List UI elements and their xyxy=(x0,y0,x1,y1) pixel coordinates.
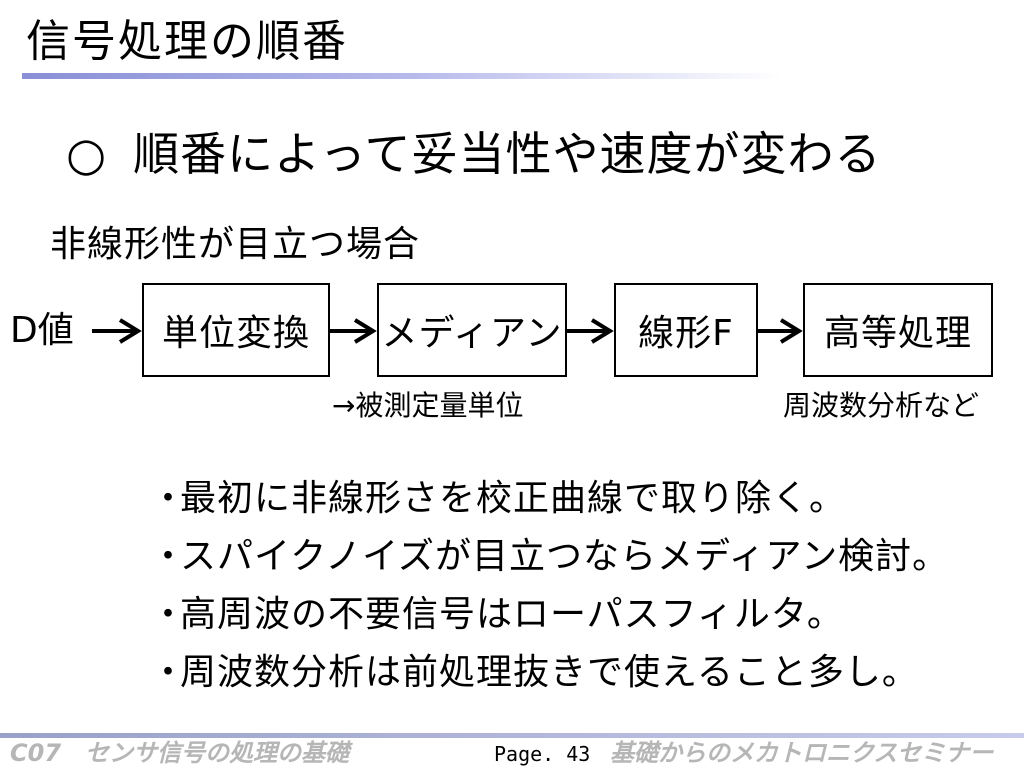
arrow-right-icon xyxy=(758,318,803,344)
footer-divider xyxy=(0,733,1024,738)
list-item: ・周波数分析は前処理抜きで使えること多し。 xyxy=(150,644,949,702)
slide-heading: ○ 順番によって妥当性や速度が変わる xyxy=(66,124,881,184)
list-item: ・高周波の不要信号はローパスフィルタ。 xyxy=(150,586,949,644)
arrow-right-icon xyxy=(92,318,142,344)
bullet-dot: ・ xyxy=(150,478,188,519)
list-item-text: 最初に非線形さを校正曲線で取り除く。 xyxy=(180,478,847,519)
process-box-advanced-processing: 高等処理 xyxy=(803,283,993,377)
footer-seminar-name: 基礎からのメカトロニクスセミナー xyxy=(610,739,994,767)
title-underline xyxy=(22,73,782,79)
circle-bullet-icon: ○ xyxy=(66,127,108,181)
list-item-text: 高周波の不要信号はローパスフィルタ。 xyxy=(180,594,844,635)
process-box-linear-filter: 線形F xyxy=(614,283,758,377)
slide-title: 信号処理の順番 xyxy=(26,16,348,67)
bullet-dot: ・ xyxy=(150,652,188,693)
process-box-unit-conversion: 単位変換 xyxy=(142,283,330,377)
arrow-right-icon xyxy=(330,318,377,344)
list-item-text: スパイクノイズが目立つならメディアン検討。 xyxy=(180,536,950,577)
bullet-dot: ・ xyxy=(150,594,188,635)
heading-text: 順番によって妥当性や速度が変わる xyxy=(133,127,882,181)
list-item: ・スパイクノイズが目立つならメディアン検討。 xyxy=(150,528,949,586)
input-label: D値 xyxy=(10,310,74,351)
bullet-list: ・最初に非線形さを校正曲線で取り除く。 ・スパイクノイズが目立つならメディアン検… xyxy=(150,470,949,702)
bullet-dot: ・ xyxy=(150,536,188,577)
process-box-median: メディアン xyxy=(377,283,567,377)
list-item: ・最初に非線形さを校正曲線で取り除く。 xyxy=(150,470,949,528)
footer-course-title: C07 センサ信号の処理の基礎 xyxy=(10,739,350,767)
footer-page-number: Page. 43 xyxy=(494,742,591,766)
subheading: 非線形性が目立つ場合 xyxy=(50,224,421,265)
note-measured-unit: →被測定量単位 xyxy=(332,389,524,422)
note-frequency-analysis: 周波数分析など xyxy=(783,389,980,422)
list-item-text: 周波数分析は前処理抜きで使えること多し。 xyxy=(180,652,919,693)
arrow-right-icon xyxy=(567,318,614,344)
